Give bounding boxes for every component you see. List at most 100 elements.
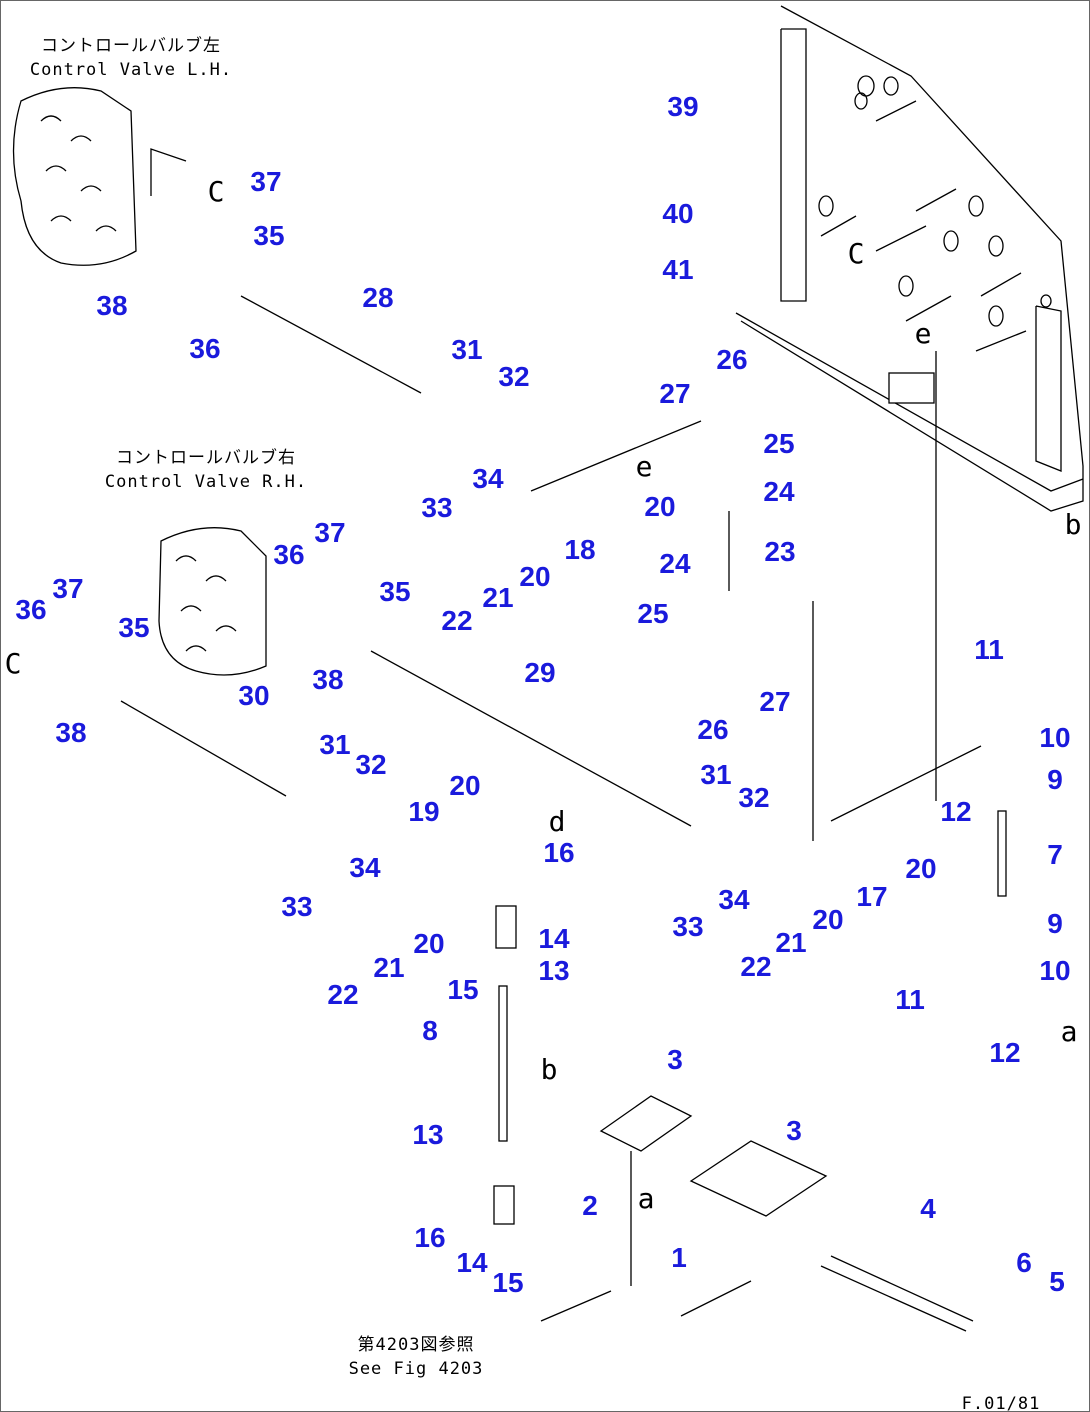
callout-number: 32 (498, 361, 529, 392)
callout-number: 20 (812, 904, 843, 935)
callout-number: 14 (538, 923, 570, 954)
callout-number: 12 (989, 1037, 1020, 1068)
callout-number: 24 (763, 476, 795, 507)
callout-number: 36 (15, 594, 46, 625)
callout-number: 27 (759, 686, 790, 717)
reference-letter: e (636, 450, 653, 483)
reference-letter: a (638, 1182, 655, 1215)
callout-number: 23 (764, 536, 795, 567)
callout-number: 34 (349, 852, 381, 883)
callout-number: 38 (55, 717, 86, 748)
control-valve-rh (158, 527, 267, 676)
callout-number: 10 (1039, 722, 1070, 753)
callout-number: 34 (472, 463, 504, 494)
callout-number: 20 (905, 853, 936, 884)
callout-number: 40 (662, 198, 693, 229)
callout-number: 36 (273, 539, 304, 570)
callout-number: 25 (637, 598, 668, 629)
callout-number: 25 (763, 428, 794, 459)
callout-number: 34 (718, 884, 750, 915)
callout-number: 7 (1047, 839, 1063, 870)
callout-number: 32 (355, 749, 386, 780)
callout-number: 26 (697, 714, 728, 745)
callout-number: 22 (441, 605, 472, 636)
reference-letter: C (208, 175, 225, 208)
caption-valve-lh-en: Control Valve L.H. (30, 60, 232, 80)
callout-number: 20 (644, 491, 675, 522)
callout-number: 35 (118, 612, 149, 643)
rods (120, 295, 1007, 1332)
callout-number: 13 (538, 955, 569, 986)
callout-number: 39 (667, 91, 698, 122)
reference-letter: b (541, 1053, 558, 1086)
callout-number: 6 (1016, 1247, 1032, 1278)
callout-number: 15 (492, 1267, 523, 1298)
callout-number: 41 (662, 254, 693, 285)
callout-number: 2 (582, 1190, 598, 1221)
callout-number: 38 (96, 290, 127, 321)
callout-number: 16 (414, 1222, 445, 1253)
callout-number: 20 (449, 770, 480, 801)
callout-number: 15 (447, 974, 478, 1005)
reference-letter: C (848, 237, 865, 270)
callout-number: 37 (314, 517, 345, 548)
callout-number: 36 (189, 333, 220, 364)
callout-number: 10 (1039, 955, 1070, 986)
caption-valve-lh-jp: コントロールバルブ左 (41, 35, 221, 56)
callout-number: 37 (250, 166, 281, 197)
callout-number: 21 (775, 927, 806, 958)
caption-see-fig-en: See Fig 4203 (349, 1359, 484, 1379)
callout-number: 37 (52, 573, 83, 604)
callout-number: 22 (327, 979, 358, 1010)
figure-code: F.01/81 (962, 1394, 1041, 1412)
callout-number: 27 (659, 378, 690, 409)
callout-number: 33 (281, 891, 312, 922)
callout-number: 31 (451, 334, 482, 365)
callout-number: 21 (482, 582, 513, 613)
callout-number: 5 (1049, 1266, 1065, 1297)
callout-number: 12 (940, 796, 971, 827)
frame-bracket (735, 5, 1084, 801)
callout-number: 4 (920, 1193, 936, 1224)
callout-number: 14 (456, 1247, 488, 1278)
callout-number: 28 (362, 282, 393, 313)
callout-number: 8 (422, 1015, 438, 1046)
caption-valve-rh-en: Control Valve R.H. (105, 472, 307, 492)
callout-number: 24 (659, 548, 691, 579)
callout-number: 29 (524, 657, 555, 688)
callout-number: 32 (738, 782, 769, 813)
callout-number: 35 (379, 576, 410, 607)
control-valve-lh (12, 87, 187, 266)
callout-number: 1 (671, 1242, 687, 1273)
callout-number: 9 (1047, 908, 1063, 939)
callout-number: 19 (408, 796, 439, 827)
callout-number: 20 (413, 928, 444, 959)
callout-number: 13 (412, 1119, 443, 1150)
callout-number: 3 (667, 1044, 683, 1075)
callout-number: 33 (421, 492, 452, 523)
reference-letter: a (1061, 1015, 1078, 1048)
callout-number: 9 (1047, 764, 1063, 795)
callout-number: 21 (373, 952, 404, 983)
callout-number: 35 (253, 220, 284, 251)
callout-number: 38 (312, 664, 343, 695)
callout-number: 33 (672, 911, 703, 942)
callout-number: 18 (564, 534, 595, 565)
caption-valve-rh-jp: コントロールバルブ右 (116, 447, 296, 468)
callout-number: 31 (700, 759, 731, 790)
callout-number: 20 (519, 561, 550, 592)
callout-number: 26 (716, 344, 747, 375)
reference-letter: b (1065, 508, 1082, 541)
callout-number: 31 (319, 729, 350, 760)
callout-number: 30 (238, 680, 269, 711)
callout-number: 11 (895, 984, 925, 1015)
reference-letter: d (549, 805, 566, 838)
callout-number: 3 (786, 1115, 802, 1146)
callout-number: 11 (974, 634, 1004, 665)
callout-number: 22 (740, 951, 771, 982)
caption-see-fig-jp: 第4203図参照 (358, 1335, 475, 1355)
reference-letter: C (5, 647, 22, 680)
callout-number: 17 (856, 881, 887, 912)
